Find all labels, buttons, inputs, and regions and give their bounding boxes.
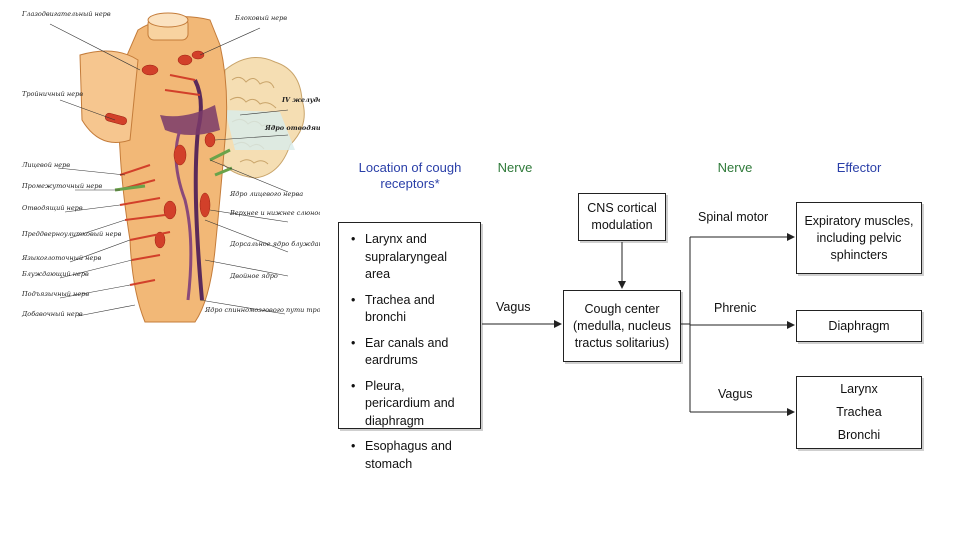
list-item: Pleura, pericardium and diaphragm xyxy=(349,378,470,431)
label-salivatory: Верхнее и нижнее слюноотделительные ядра xyxy=(229,209,320,217)
leader-lines xyxy=(49,23,289,317)
label-spinal-trigeminal: Ядро спинномозгового пути тройничного не… xyxy=(204,306,320,314)
header-nerve-right: Nerve xyxy=(717,160,753,175)
effector-diaphragm-label: Diaphragm xyxy=(828,318,890,333)
label-vestibulocochlear: Преддверноулитковый нерв xyxy=(21,230,122,238)
nerve-fibers xyxy=(117,74,201,286)
label-hypoglossal: Подъязычный нерв xyxy=(21,290,89,298)
cerebellum-shape xyxy=(219,57,305,179)
label-fourth-ventricle: IV желудочек xyxy=(281,96,320,104)
cns-modulation-label: CNS cortical modulation xyxy=(587,201,657,232)
brainstem-illustration: Глазодвигательный нерв Блоковый нерв Тро… xyxy=(21,10,320,323)
receptor-list: Larynx and supralaryngeal area Trachea a… xyxy=(349,231,470,473)
effector-expiratory-box: Expiratory muscles, including pelvic sph… xyxy=(796,202,922,274)
label-trigeminal: Тройничный нерв xyxy=(22,90,83,98)
label-trochlear: Блоковый нерв xyxy=(234,14,287,22)
header-receptors: Location of cough receptors* xyxy=(358,160,462,191)
list-item: Trachea and bronchi xyxy=(349,292,470,327)
label-abducens: Отводящий нерв xyxy=(22,204,83,212)
label-accessory: Добавочный нерв xyxy=(21,310,83,318)
cough-center-label: Cough center (medulla, nucleus tractus s… xyxy=(573,301,671,350)
label-vagus-nerve: Блуждающий нерв xyxy=(21,270,89,278)
brainstem-shape xyxy=(79,12,228,323)
effector-bronchi-label: Bronchi xyxy=(837,428,881,442)
receptor-list-box: Larynx and supralaryngeal area Trachea a… xyxy=(338,222,481,471)
label-oculomotor: Глазодвигательный нерв xyxy=(21,10,111,18)
nerve-vagus-afferent-label: Vagus xyxy=(496,300,531,314)
list-item: Ear canals and eardrums xyxy=(349,335,470,370)
nerve-phrenic-label: Phrenic xyxy=(714,301,757,315)
label-intermediate: Промежуточный нерв xyxy=(21,182,102,190)
label-vagus-dorsal: Дорсальное ядро блуждающего нерва xyxy=(229,240,320,248)
cough-center-box: Cough center (medulla, nucleus tractus s… xyxy=(563,290,681,362)
header-effector: Effector xyxy=(836,160,882,175)
cns-modulation-box: CNS cortical modulation xyxy=(578,193,666,241)
label-glossopharyngeal: Языкоглоточный нерв xyxy=(21,254,101,262)
label-ambiguus: Двойное ядро xyxy=(229,272,278,280)
nerve-vagus-efferent-label: Vagus xyxy=(718,387,753,401)
list-item: Esophagus and stomach xyxy=(349,438,470,473)
list-item: Larynx and supralaryngeal area xyxy=(349,231,470,284)
effector-airways-box: Larynx Trachea Bronchi xyxy=(796,376,922,449)
nerve-spinal-motor-label: Spinal motor xyxy=(698,210,769,224)
header-nerve-left: Nerve xyxy=(497,160,533,175)
effector-expiratory-label: Expiratory muscles, including pelvic sph… xyxy=(804,213,914,262)
label-facial-nucleus: Ядро лицевого нерва xyxy=(229,190,303,198)
green-fibers xyxy=(114,148,233,192)
effector-trachea-label: Trachea xyxy=(836,405,882,419)
effector-diaphragm-box: Diaphragm xyxy=(796,310,922,342)
label-abducens-nucleus: Ядро отводящего нерва xyxy=(264,124,320,132)
anatomy-labels: Глазодвигательный нерв Блоковый нерв Тро… xyxy=(21,10,320,318)
effector-larynx-label: Larynx xyxy=(840,382,878,396)
label-facial: Лицевой нерв xyxy=(21,161,70,169)
